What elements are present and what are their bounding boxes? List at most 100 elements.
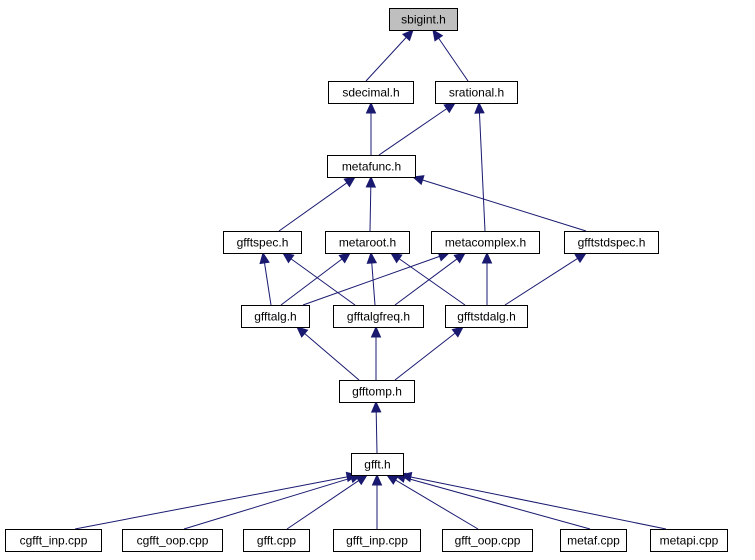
edge-line [375,411,378,454]
arrowhead [443,102,457,114]
node-box[interactable] [564,231,659,254]
node-box[interactable] [351,453,404,476]
node-label: gfftstdspec.h [578,236,646,250]
edge-line [422,179,587,232]
edge-line [278,182,348,232]
edge-gfftalg-to-gfftspec [259,251,272,306]
edge-line [371,262,376,306]
arrowhead [371,473,383,486]
node-box[interactable] [241,305,310,328]
edge-line [74,476,348,530]
arrowhead [282,252,295,264]
node-box[interactable] [243,529,310,552]
edge-line [302,255,440,306]
node-gfftalgfreq[interactable]: gfftalgfreq.h [333,305,424,328]
node-box[interactable] [445,305,528,328]
node-sdecimal[interactable]: sdecimal.h [328,81,414,104]
edge-metaf-to-gfft [393,472,591,530]
node-box[interactable] [333,305,424,328]
edge-cgfft_inp-to-gfft [74,471,359,530]
edge-metafunc-to-srational [378,102,457,156]
arrowhead [574,252,588,264]
edge-srational-to-sbigint [432,28,469,82]
edge-gfftstdalg-to-metacomplex [481,251,493,305]
node-box[interactable] [339,380,415,403]
arrowhead [453,252,466,264]
node-cgfft_oop[interactable]: cgfft_oop.cpp [122,529,223,552]
node-label: gfft_inp.cpp [346,534,408,548]
edge-sdecimal-to-sbigint [365,29,414,82]
edge-line [290,258,356,306]
node-gfftspec[interactable]: gfftspec.h [223,231,302,254]
node-metaf[interactable]: metaf.cpp [560,529,627,552]
node-gfftstdspec[interactable]: gfftstdspec.h [564,231,659,254]
node-box[interactable] [560,529,627,552]
node-label: cgfft_inp.cpp [20,534,88,548]
arrowhead [432,28,444,42]
node-srational[interactable]: srational.h [435,81,518,104]
edge-metapi-to-gfft [399,471,667,530]
node-box[interactable] [122,529,223,552]
nodes-layer: sbigint.h sdecimal.h srational.h metafunc.h… [5,8,728,552]
node-metapi[interactable]: metapi.cpp [650,529,728,552]
node-box[interactable] [5,529,102,552]
arrowhead [338,252,351,264]
node-box[interactable] [333,529,421,552]
node-sbigint: sbigint.h [389,8,458,31]
node-gfft_cpp[interactable]: gfft.cpp [243,529,310,552]
arrowhead [474,101,485,114]
node-box[interactable] [328,81,414,104]
edge-line [410,476,667,530]
node-box [389,8,458,31]
edge-gfftstdspec-to-metafunc [411,175,587,232]
node-label: cgfft_oop.cpp [137,534,209,548]
edge-line [504,257,578,306]
arrowhead [355,474,369,486]
edge-gfft_inp-to-gfft [371,473,383,529]
node-box[interactable] [325,231,410,254]
edge-line [280,258,343,306]
arrowhead [402,29,414,42]
node-box[interactable] [223,231,302,254]
edge-gfftomp-to-gfftalg [296,326,360,381]
node-cgfft_inp[interactable]: cgfft_inp.cpp [5,529,102,552]
edge-metacomplex-to-srational [474,101,486,232]
arrowhead [365,101,377,114]
edge-line [398,258,466,306]
edge-gfftalgfreq-to-metacomplex [394,252,466,306]
node-box[interactable] [435,81,518,104]
node-gfftalg[interactable]: gfftalg.h [241,305,310,328]
edge-line [394,332,456,381]
node-gfft[interactable]: gfft.h [351,453,404,476]
node-box[interactable] [327,155,416,178]
node-metafunc[interactable]: metafunc.h [327,155,416,178]
node-gfftomp[interactable]: gfftomp.h [339,380,415,403]
edge-line [395,479,479,530]
edge-gfftomp-to-gfftstdalg [394,326,464,381]
arrowhead [366,251,378,264]
edge-gfftalg-to-metaroot [280,252,351,306]
node-label: metapi.cpp [660,534,719,548]
node-box[interactable] [650,529,728,552]
node-label: sdecimal.h [342,86,399,100]
edge-line [365,37,407,82]
arrowhead [259,251,270,265]
node-box[interactable] [431,231,540,254]
edge-metafunc-to-sdecimal [365,101,377,155]
edge-metaroot-to-metafunc [365,175,377,232]
node-metaroot[interactable]: metaroot.h [325,231,410,254]
node-label: gfftalgfreq.h [347,310,410,324]
node-box[interactable] [442,529,533,552]
edge-gfftalgfreq-to-gfftspec [282,252,356,306]
node-metacomplex[interactable]: metacomplex.h [431,231,540,254]
edge-gfft-to-gfftomp [370,400,382,454]
edge-line [394,258,458,306]
arrowhead [390,252,403,264]
edge-line [404,477,591,530]
node-gfft_inp[interactable]: gfft_inp.cpp [333,529,421,552]
edge-gfft_cpp-to-gfft [286,474,369,530]
node-gfftstdalg[interactable]: gfftstdalg.h [445,305,528,328]
node-gfft_oop[interactable]: gfft_oop.cpp [442,529,533,552]
node-label: metaf.cpp [567,534,620,548]
